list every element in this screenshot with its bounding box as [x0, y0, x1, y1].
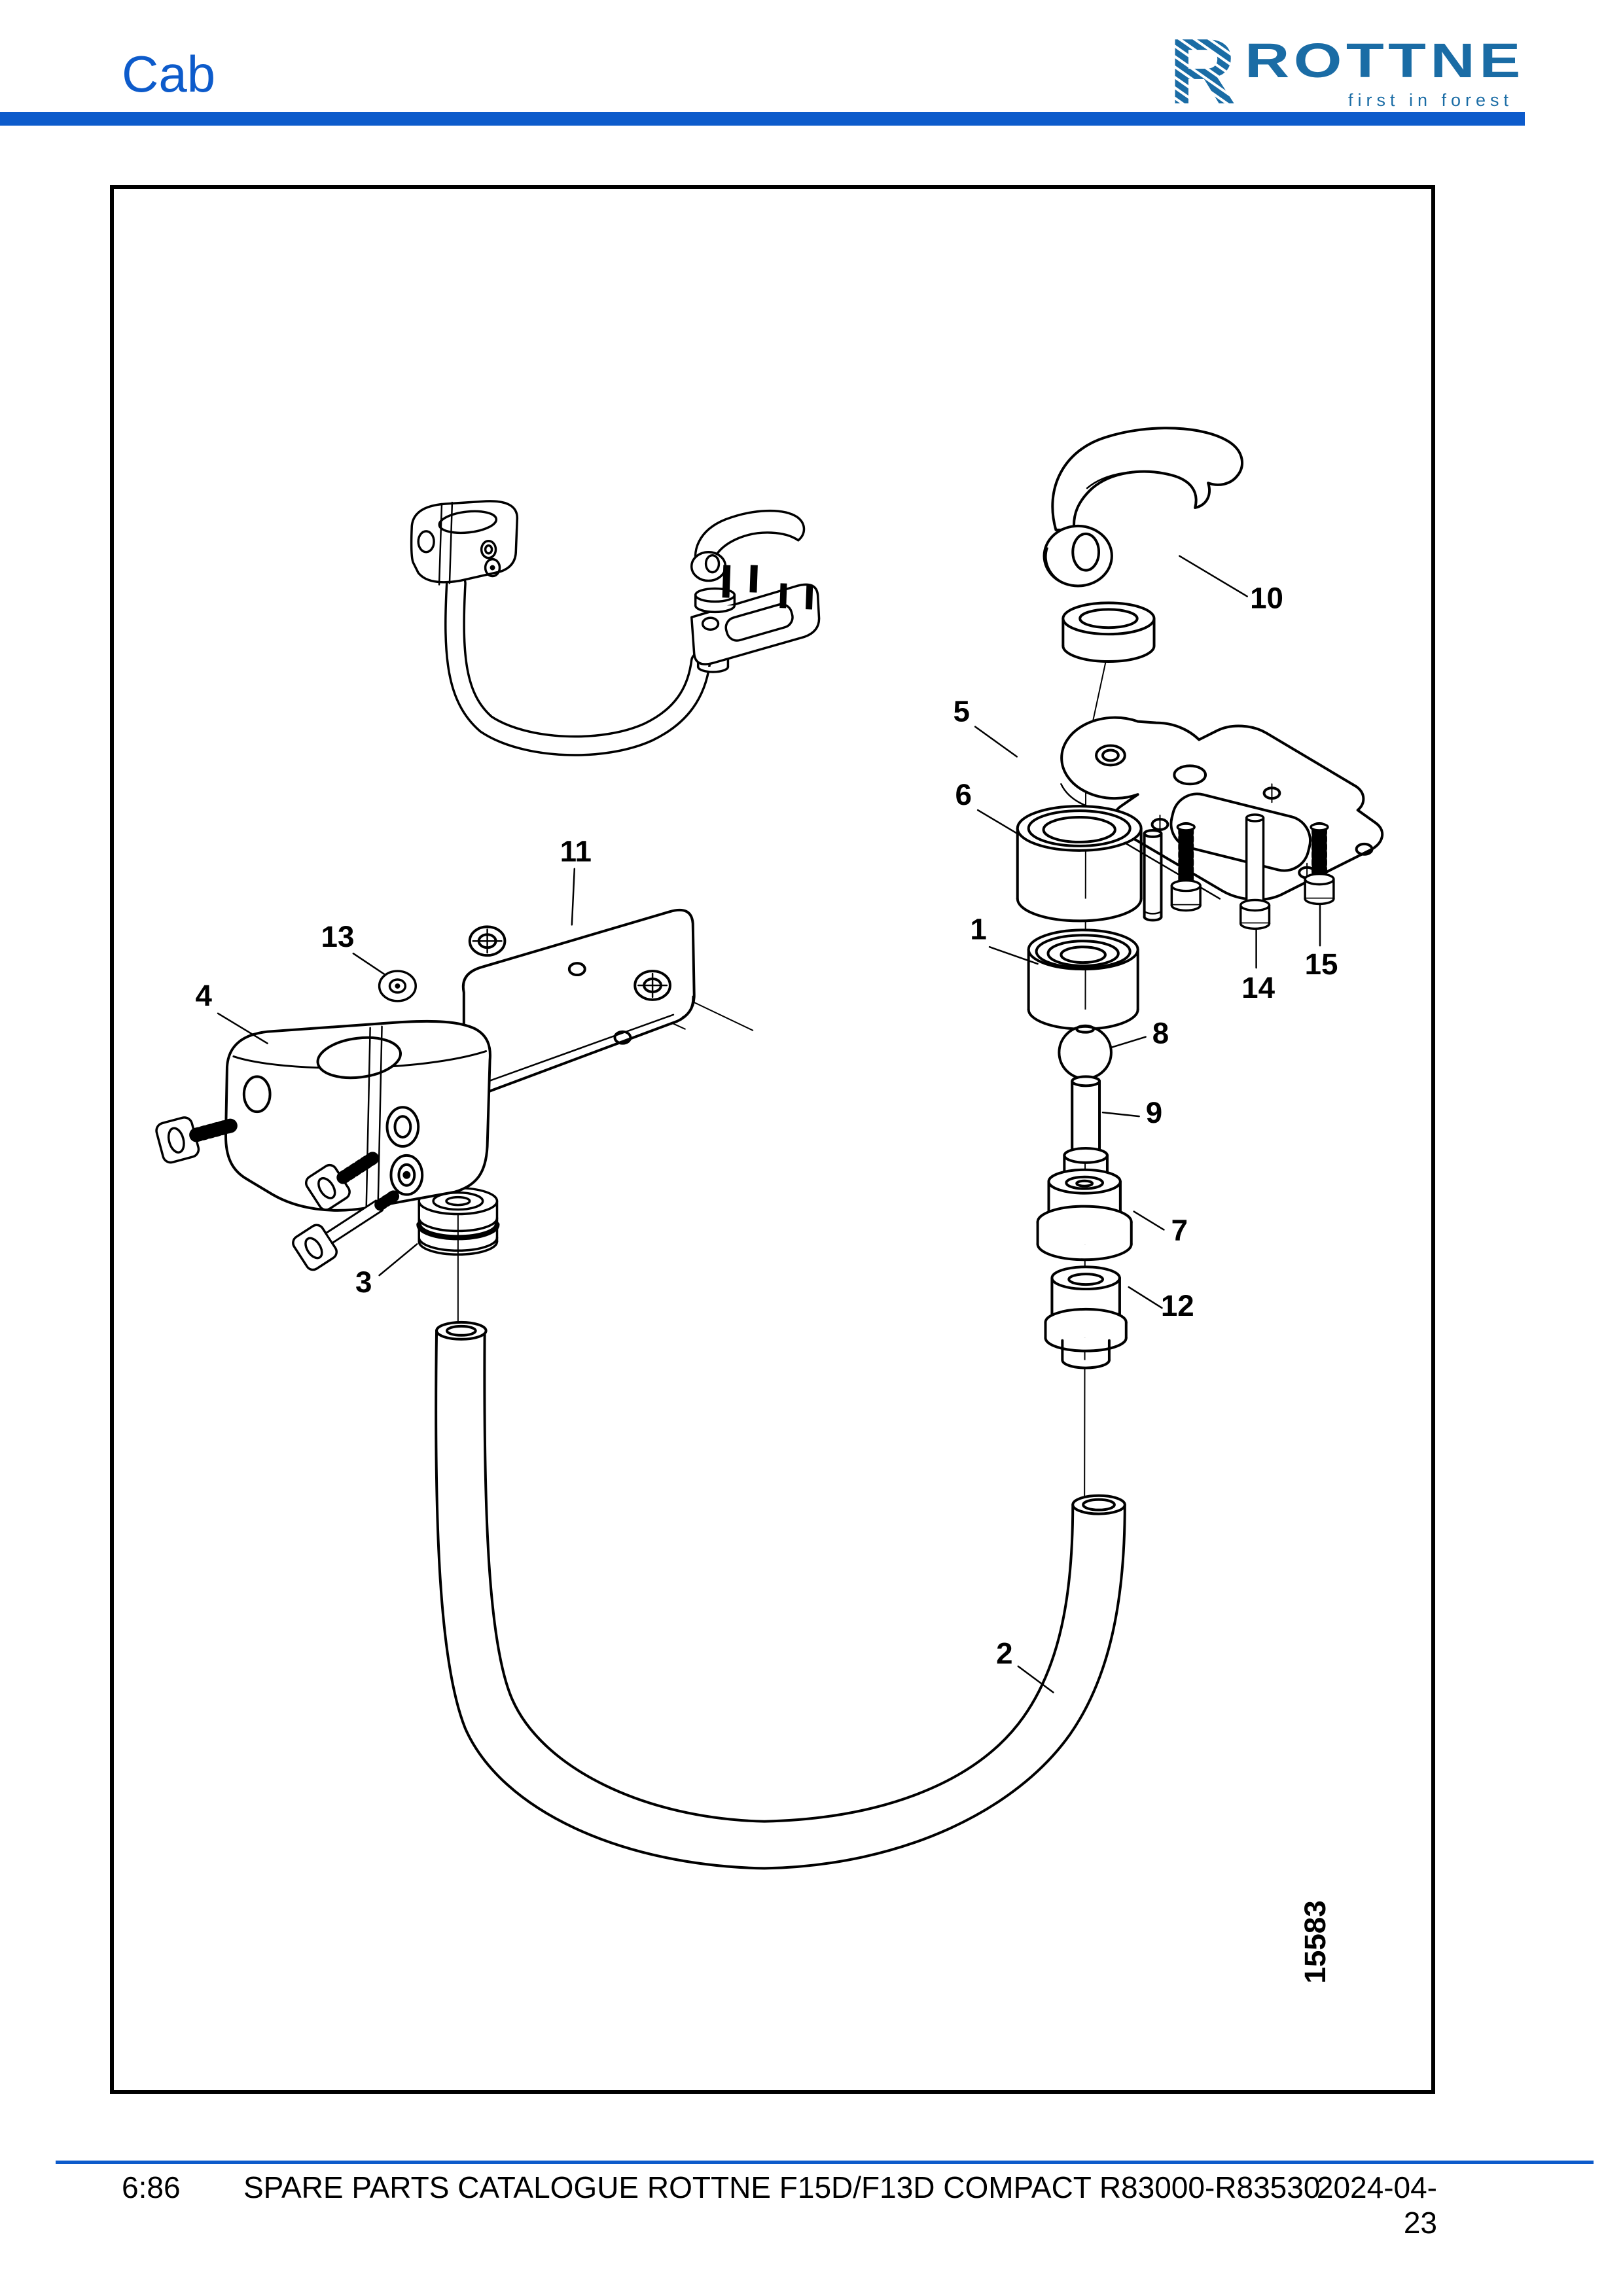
part-callout-13: 13 — [321, 920, 355, 953]
part-screw-extra — [1170, 822, 1202, 912]
footer-rule — [56, 2161, 1594, 2164]
part-ring — [1016, 805, 1163, 923]
part-callout-1: 1 — [970, 912, 986, 945]
part-lever — [1043, 427, 1243, 588]
svg-text:R: R — [1173, 33, 1236, 110]
footer-page-number: 6:86 — [122, 2170, 181, 2204]
figure-number: 15583 — [1298, 1900, 1332, 1983]
part-clamp-screws — [155, 1116, 402, 1271]
part-callout-8: 8 — [1152, 1017, 1169, 1050]
footer-date: 2024-04-23 — [1316, 2170, 1437, 2240]
rottne-tagline: first in forest — [1347, 90, 1513, 110]
footer-catalogue-title: SPARE PARTS CATALOGUE ROTTNE F15D/F13D C… — [243, 2170, 1321, 2204]
part-plate — [1060, 716, 1384, 901]
part-pin — [1063, 1075, 1109, 1180]
part-hose — [435, 1320, 1126, 1870]
rottne-r-emblem-icon: R — [1173, 33, 1236, 110]
part-bearing — [1027, 928, 1139, 1031]
rottne-logo: R ROTTNE first in forest — [1173, 33, 1520, 111]
part-callout-5: 5 — [954, 695, 970, 728]
part-callout-14: 14 — [1241, 971, 1275, 1004]
part-callout-6: 6 — [955, 778, 972, 811]
part-callout-3: 3 — [355, 1265, 372, 1299]
assembled-unit — [410, 500, 821, 756]
part-clamp — [224, 1019, 491, 1212]
part-callout-15: 15 — [1305, 947, 1338, 981]
part-callout-4: 4 — [195, 979, 212, 1012]
part-callout-11: 11 — [560, 835, 592, 868]
part-connector — [1044, 1265, 1128, 1369]
part-screw-15 — [1304, 822, 1335, 906]
part-callout-12: 12 — [1161, 1289, 1194, 1322]
exploded-diagram: 1 2 3 4 5 6 7 8 9 10 11 12 13 14 15 1558… — [155, 427, 1384, 1984]
part-callout-10: 10 — [1250, 581, 1283, 614]
diagram-frame: 1 2 3 4 5 6 7 8 9 10 11 12 13 14 15 1558… — [110, 185, 1435, 2094]
part-callout-7: 7 — [1171, 1213, 1188, 1246]
leader-lines — [217, 555, 1321, 1693]
part-bracket — [461, 908, 696, 1095]
header-rule — [0, 112, 1525, 126]
part-callout-2: 2 — [996, 1637, 1012, 1670]
page-section-title: Cab — [122, 45, 216, 103]
part-screw-14 — [1239, 813, 1271, 930]
rottne-wordmark: ROTTNE — [1245, 33, 1525, 88]
part-screw-13 — [378, 970, 417, 1002]
part-lever-washer — [1061, 601, 1156, 663]
part-ball — [1058, 1024, 1113, 1080]
part-callout-9: 9 — [1146, 1096, 1162, 1129]
rottne-logo-text: ROTTNE first in forest — [1245, 33, 1520, 111]
part-bushing — [1036, 1168, 1133, 1262]
